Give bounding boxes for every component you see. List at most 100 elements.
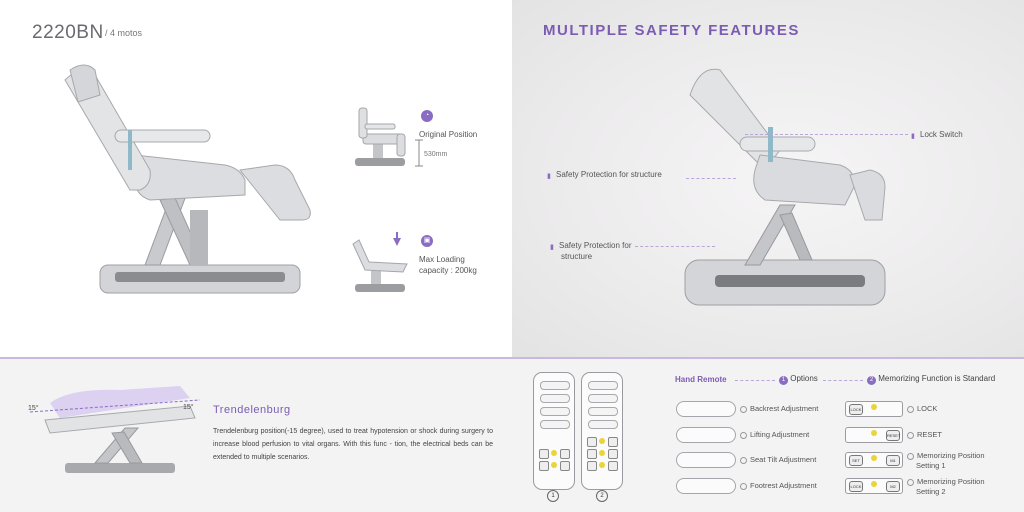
remote-key bbox=[587, 437, 597, 447]
remote-key bbox=[587, 449, 597, 459]
bullet-icon bbox=[740, 431, 747, 439]
memory-2-label-line2: Setting 2 bbox=[916, 487, 946, 496]
reset-label: RESET bbox=[907, 430, 942, 439]
trendelenburg-description: Trendelenburg position(-15 degree), used… bbox=[213, 428, 493, 461]
footrest-button-illustration bbox=[676, 478, 736, 494]
remote-button bbox=[588, 394, 618, 403]
original-position-label: Original Position bbox=[419, 130, 478, 139]
options-number: 1 bbox=[779, 376, 788, 385]
protection-2-label-line2: structure bbox=[561, 252, 593, 261]
bullet-icon bbox=[907, 478, 914, 486]
options-label: Options bbox=[790, 374, 818, 383]
clock-icon: ◔ bbox=[421, 110, 433, 122]
main-chair-image bbox=[64, 64, 311, 294]
memory-1-label: Memorizing Position bbox=[907, 451, 985, 460]
indicator-light bbox=[551, 450, 557, 456]
memory-heading: 2 Memorizing Function is Standard bbox=[867, 374, 995, 385]
indicator-light bbox=[871, 481, 877, 487]
remote-key bbox=[587, 461, 597, 471]
protection-1-line bbox=[686, 178, 736, 179]
lock-key-illustration: LOCK bbox=[845, 401, 903, 417]
set-key: SET bbox=[849, 455, 863, 466]
indicator-light bbox=[599, 450, 605, 456]
lock-key: LOCK bbox=[849, 481, 863, 492]
remote-key bbox=[560, 449, 570, 459]
heading-line bbox=[823, 380, 863, 381]
remote-key bbox=[539, 461, 549, 471]
bullet-icon bbox=[907, 431, 914, 439]
indicator-light bbox=[599, 462, 605, 468]
weight-icon: ▣ bbox=[421, 235, 433, 247]
angle-right-label: 15° bbox=[183, 404, 194, 411]
backrest-label: Backrest Adjustment bbox=[740, 404, 818, 413]
trendelenburg-chair-image bbox=[30, 386, 201, 473]
lock-label: LOCK bbox=[907, 404, 937, 413]
safety-chair-image bbox=[684, 68, 886, 306]
bullet-icon bbox=[907, 452, 914, 460]
footrest-label: Footrest Adjustment bbox=[740, 481, 817, 490]
remote-button bbox=[588, 381, 618, 390]
max-loading-line2: capacity : 200kg bbox=[419, 266, 477, 275]
bullet-icon bbox=[907, 405, 914, 413]
reset-key-illustration: RESET bbox=[845, 427, 903, 443]
memory-number: 2 bbox=[867, 376, 876, 385]
remote-key bbox=[608, 437, 618, 447]
trendelenburg-title: Trendelenburg bbox=[213, 404, 291, 416]
protection-1-label: ▮Safety Protection for structure bbox=[547, 170, 662, 181]
remote-key bbox=[560, 461, 570, 471]
remote-1 bbox=[533, 372, 575, 490]
seat-tilt-label: Seat Tilt Adjustment bbox=[740, 455, 816, 464]
max-loading-line1: Max Loading bbox=[419, 255, 465, 264]
bullet-icon bbox=[740, 456, 747, 464]
bar-icon: ▮ bbox=[911, 133, 915, 141]
protection-2-label-line1: ▮Safety Protection for bbox=[550, 241, 632, 252]
memory-1-label-line2: Setting 1 bbox=[916, 461, 946, 470]
remote-key bbox=[608, 449, 618, 459]
bullet-icon bbox=[740, 482, 747, 490]
height-label: 530mm bbox=[424, 151, 448, 158]
memory-2-key-illustration: LOCK M2 bbox=[845, 478, 903, 494]
memory-label: Memorizing Function is Standard bbox=[878, 374, 996, 383]
remote-button bbox=[540, 407, 570, 416]
indicator-light bbox=[599, 438, 605, 444]
options-heading: 1 Options bbox=[779, 374, 818, 385]
bar-icon: ▮ bbox=[547, 173, 551, 181]
heading-line bbox=[735, 380, 775, 381]
model-subtitle: / 4 motos bbox=[105, 28, 143, 38]
indicator-light bbox=[871, 404, 877, 410]
remote-button bbox=[588, 420, 618, 429]
indicator-light bbox=[551, 462, 557, 468]
remote-2-number: 2 bbox=[596, 490, 608, 502]
remote-button bbox=[540, 420, 570, 429]
protection-2-line bbox=[635, 246, 715, 247]
bar-icon: ▮ bbox=[550, 244, 554, 252]
lifting-button-illustration bbox=[676, 427, 736, 443]
bullet-icon bbox=[740, 405, 747, 413]
hand-remote-heading: Hand Remote bbox=[675, 375, 727, 384]
seat-tilt-button-illustration bbox=[676, 452, 736, 468]
height-indicator bbox=[415, 139, 423, 167]
max-loading-chair-image bbox=[352, 232, 408, 292]
reset-key: RESET bbox=[886, 430, 900, 441]
indicator-light bbox=[871, 430, 877, 436]
memory-2-label: Memorizing Position bbox=[907, 477, 985, 486]
m2-key: M2 bbox=[886, 481, 900, 492]
angle-left-label: 15° bbox=[28, 405, 39, 412]
backrest-button-illustration bbox=[676, 401, 736, 417]
remote-1-number: 1 bbox=[547, 490, 559, 502]
section-divider bbox=[0, 357, 1024, 359]
remote-button bbox=[588, 407, 618, 416]
lock-switch-label: ▮Lock Switch bbox=[911, 130, 963, 141]
lifting-label: Lifting Adjustment bbox=[740, 430, 809, 439]
m1-key: M1 bbox=[886, 455, 900, 466]
lock-switch-line bbox=[745, 134, 908, 135]
remote-2 bbox=[581, 372, 623, 490]
model-title: 2220BN bbox=[32, 22, 104, 43]
lock-key: LOCK bbox=[849, 404, 863, 415]
indicator-light bbox=[871, 455, 877, 461]
remote-key bbox=[608, 461, 618, 471]
memory-1-key-illustration: SET M1 bbox=[845, 452, 903, 468]
remote-button bbox=[540, 381, 570, 390]
section-title: MULTIPLE SAFETY FEATURES bbox=[543, 22, 800, 39]
original-position-chair-image bbox=[355, 107, 406, 166]
